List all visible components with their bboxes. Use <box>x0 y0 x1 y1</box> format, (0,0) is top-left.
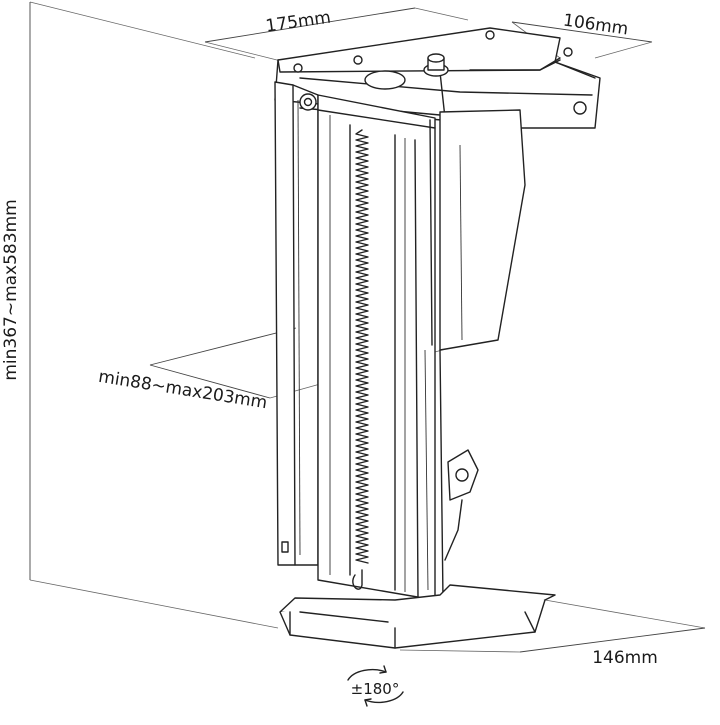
rotation-arrows-icon <box>347 665 404 707</box>
rotation-label: ±180° <box>351 680 400 698</box>
right-side-panel <box>424 109 526 606</box>
dim-base-depth-label: 146mm <box>592 648 658 668</box>
screw-hole-icon <box>563 47 573 57</box>
left-bracket <box>274 81 319 566</box>
screw-hole-icon <box>573 101 587 115</box>
inner-frame <box>317 94 436 601</box>
dim-height-range-label: min367~max583mm <box>1 199 21 380</box>
dim-depth-top-label: 106mm <box>562 11 630 40</box>
tension-spring <box>352 129 369 590</box>
screw-hole-icon <box>293 63 303 73</box>
locking-knob <box>444 449 479 561</box>
dimension-lines <box>29 1 706 653</box>
screw-hole-icon <box>353 55 363 65</box>
dim-width-top-label: 175mm <box>264 8 332 37</box>
screw-hole-icon <box>485 30 495 40</box>
base-tray <box>279 584 556 649</box>
lock-screw-icon <box>455 468 469 482</box>
